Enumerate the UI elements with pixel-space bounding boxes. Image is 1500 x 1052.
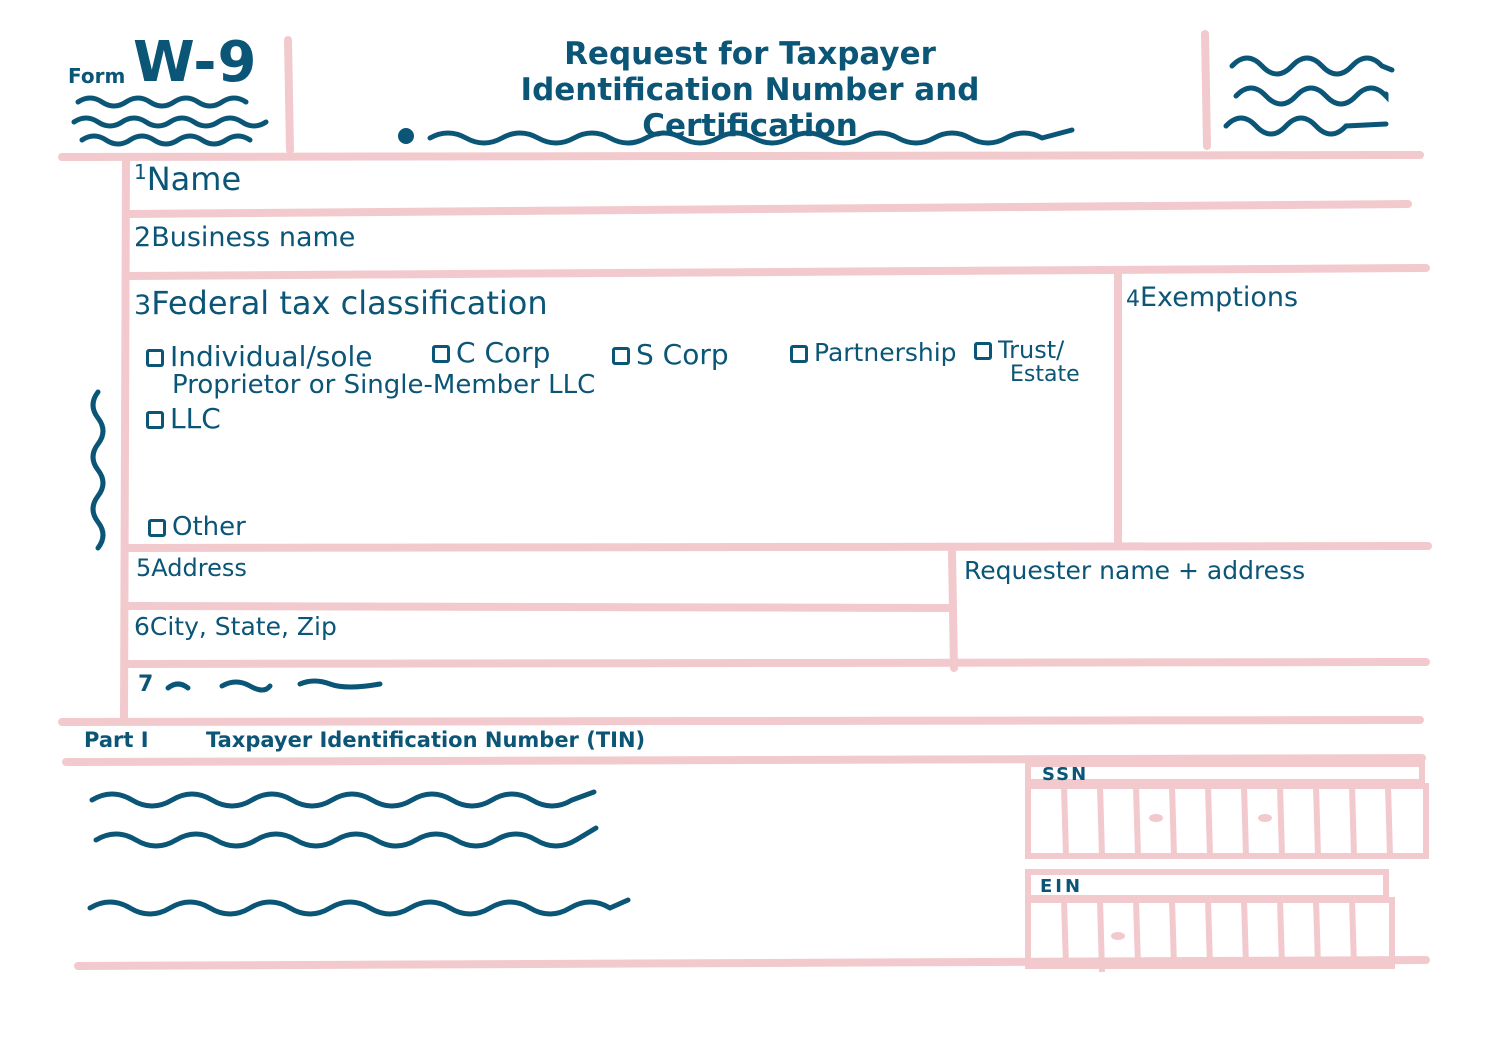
- ssn-input[interactable]: [1028, 786, 1426, 856]
- ein-box: [1025, 869, 1395, 973]
- line7-field[interactable]: 7: [138, 672, 153, 697]
- option-s-corp[interactable]: S Corp: [612, 338, 729, 371]
- business-name-number: 2: [134, 222, 152, 253]
- exemptions-label: Exemptions: [1140, 282, 1299, 313]
- option-partnership[interactable]: Partnership: [790, 338, 957, 367]
- form-number: W-9: [133, 30, 258, 95]
- option-s-corp-label: S Corp: [636, 338, 729, 371]
- option-llc[interactable]: LLC: [146, 402, 221, 435]
- part1-title: Taxpayer Identification Number (TIN): [206, 728, 646, 752]
- option-trust-sublabel: Estate: [1010, 362, 1080, 387]
- checkbox-partnership[interactable]: [790, 345, 808, 363]
- form-title-line1: Request for Taxpayer: [564, 36, 936, 72]
- option-c-corp[interactable]: C Corp: [432, 336, 550, 369]
- business-name-label: Business name: [151, 222, 356, 253]
- address-field[interactable]: 5Address: [136, 554, 247, 582]
- ein-input[interactable]: [1028, 900, 1392, 966]
- checkbox-s-corp[interactable]: [612, 347, 630, 365]
- checkbox-trust[interactable]: [974, 342, 992, 360]
- checkbox-individual[interactable]: [146, 349, 164, 367]
- option-individual-sublabel: Proprietor or Single-Member LLC: [172, 370, 596, 400]
- option-other[interactable]: Other: [148, 512, 246, 542]
- option-individual-label: Individual/sole: [170, 340, 373, 373]
- option-individual[interactable]: Individual/sole: [146, 340, 373, 373]
- part1-label: Part I: [84, 728, 149, 752]
- option-other-label: Other: [172, 512, 246, 542]
- city-state-zip-number: 6: [134, 612, 150, 641]
- name-field-label: Name: [146, 160, 242, 198]
- name-field[interactable]: 1Name: [134, 160, 241, 198]
- line7-number: 7: [138, 672, 154, 697]
- form-prefix: Form: [68, 64, 126, 88]
- address-number: 5: [136, 554, 152, 582]
- business-name-field[interactable]: 2Business name: [134, 222, 355, 253]
- city-state-zip-field[interactable]: 6City, State, Zip: [134, 612, 337, 641]
- exemptions-field[interactable]: 4Exemptions: [1126, 282, 1298, 313]
- tax-classification-heading: 3Federal tax classification: [134, 284, 548, 322]
- tax-classification-label: Federal tax classification: [151, 284, 548, 322]
- city-state-zip-label: City, State, Zip: [149, 612, 337, 641]
- requester-label: Requester name + address: [964, 556, 1306, 585]
- option-c-corp-label: C Corp: [456, 336, 551, 369]
- ein-label: EIN: [1040, 876, 1084, 897]
- ssn-box: [1025, 761, 1429, 859]
- option-partnership-label: Partnership: [814, 338, 957, 367]
- requester-field[interactable]: Requester name + address: [964, 556, 1305, 585]
- exemptions-number: 4: [1126, 287, 1140, 312]
- ssn-label: SSN: [1042, 764, 1089, 785]
- checkbox-c-corp[interactable]: [432, 345, 450, 363]
- option-llc-label: LLC: [170, 402, 221, 435]
- tax-classification-number: 3: [134, 290, 152, 321]
- checkbox-llc[interactable]: [146, 411, 164, 429]
- name-field-number: 1: [134, 160, 147, 184]
- checkbox-other[interactable]: [148, 518, 166, 537]
- option-trust-label: Trust/: [998, 336, 1065, 364]
- option-trust[interactable]: Trust/: [974, 336, 1064, 364]
- address-label: Address: [151, 554, 247, 582]
- form-title-line2: Identification Number and Certification: [520, 72, 980, 144]
